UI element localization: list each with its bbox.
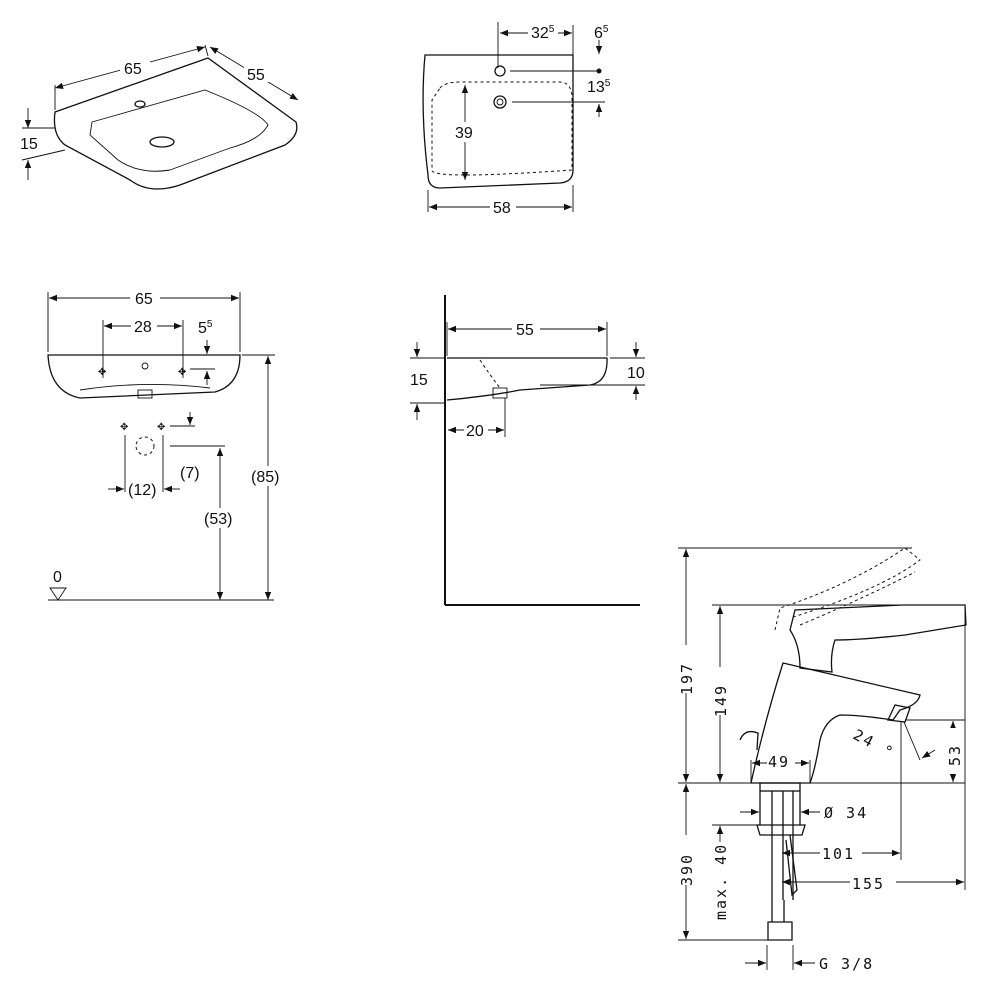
drain-offset-label: 20 (466, 423, 484, 440)
basin-outline (53, 57, 298, 190)
iso-depth-label: 55 (247, 67, 265, 84)
tap-spacing-label: 28 (134, 319, 152, 336)
connection-mark-left: ✥ (120, 422, 128, 433)
iso-height-label: 15 (20, 136, 38, 153)
plan-width-label: 58 (493, 200, 511, 217)
floor-level-label: 0 (53, 569, 62, 586)
spout-reach-label: 101 (822, 845, 855, 863)
connection-thread (767, 900, 793, 941)
floor-level-icon (49, 587, 67, 601)
side-view: 55 15 10 20 (410, 295, 645, 606)
plan-outline (422, 54, 574, 189)
rim-height-label: (85) (251, 469, 279, 486)
connection-mark-right: ✥ (157, 422, 165, 433)
side-depth-label: 55 (516, 322, 534, 339)
faucet-lever (789, 604, 967, 673)
max-deck-label: max. 40 (712, 843, 730, 920)
base-width-label: 49 (768, 753, 790, 771)
drain-pull-rod (739, 730, 759, 751)
tap-from-back-label: 65 (594, 24, 609, 42)
tap-hole (134, 100, 146, 108)
side-basin (446, 357, 608, 401)
rim-offset-label: 55 (198, 319, 213, 337)
faucet-body (750, 662, 921, 784)
basin-bowl (89, 89, 269, 172)
tap-mark-right: ✥ (178, 367, 186, 378)
connection-spacing-label: (12) (128, 482, 156, 499)
connection-height-label: (53) (204, 511, 232, 528)
tap-hole (494, 65, 506, 77)
iso-view: 65 55 15 (20, 44, 299, 190)
thread-label: G 3/8 (819, 955, 874, 973)
side-height-label: 15 (410, 372, 428, 389)
side-rim-label: 10 (627, 365, 645, 382)
tap-to-drain-label: 135 (587, 78, 611, 96)
overflow-drain (493, 95, 507, 109)
body-height-label: 149 (712, 684, 730, 717)
mounting-nut (756, 824, 806, 836)
spout-angle-label: 24 ° (850, 726, 897, 763)
below-deck-label: 390 (678, 853, 696, 886)
tap-offset-label: 325 (531, 24, 555, 42)
shank-diameter-label: Ø 34 (824, 804, 868, 822)
spout-aerator (887, 704, 911, 723)
plan-bowl (431, 81, 573, 176)
iso-width-label: 65 (124, 61, 142, 78)
front-width-label: 65 (135, 291, 153, 308)
base-ring (759, 782, 801, 792)
total-height-label: 197 (678, 662, 696, 695)
plan-depth-label: 39 (455, 125, 473, 142)
faucet-view: 197 149 390 max. 40 53 49 Ø 34 101 155 2… (676, 547, 967, 973)
lever-reach-label: 155 (852, 875, 885, 893)
lever-open-position (774, 547, 921, 631)
connection-drop-label: (7) (180, 465, 200, 482)
front-view: 65 28 55 ✥ ✥ ✥ ✥ (12) (7) (53) (85) 0 (47, 288, 286, 601)
front-basin (47, 354, 241, 399)
tap-mark-left: ✥ (98, 367, 106, 378)
drain-hole (149, 136, 175, 148)
spout-height-label: 53 (946, 744, 964, 766)
plan-view: 325 65 135 39 58 (422, 22, 611, 217)
